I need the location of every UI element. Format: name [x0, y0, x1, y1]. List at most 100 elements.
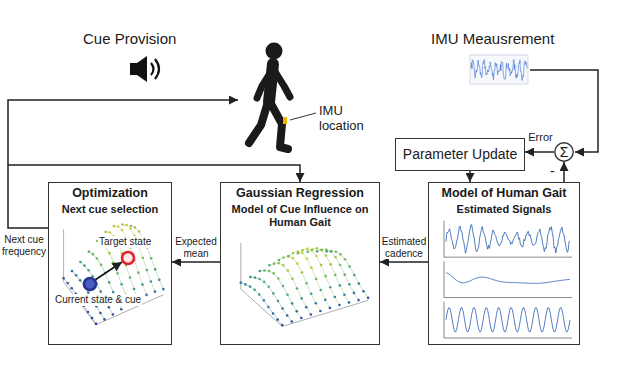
speaker-cone — [137, 56, 147, 82]
mesh-line — [288, 251, 329, 307]
mesh-dot — [301, 252, 304, 255]
mesh-dot — [316, 250, 319, 253]
mesh-dot — [314, 302, 317, 305]
mesh-dot — [339, 264, 342, 267]
mesh-dot — [134, 226, 137, 229]
mesh-dot — [79, 261, 82, 264]
mesh-dot — [329, 286, 332, 289]
edge-label: Expected mean — [172, 236, 220, 259]
surface-plot — [240, 243, 370, 327]
node-title: Σ — [560, 144, 569, 161]
plot-axis — [444, 221, 572, 257]
mesh-dot — [75, 274, 78, 277]
mesh-dot — [273, 262, 276, 265]
mesh-dot — [95, 323, 98, 326]
mesh-dot — [305, 306, 308, 309]
mesh-dot — [88, 250, 91, 253]
mesh-dot — [108, 231, 111, 234]
mesh-dot — [287, 269, 290, 272]
speaker-body — [130, 63, 137, 75]
flow-arrow — [172, 261, 220, 263]
mesh-line — [122, 224, 154, 291]
mesh-dot — [338, 304, 341, 307]
person-head — [266, 43, 283, 60]
mesh-dot — [267, 306, 270, 309]
mesh-dot — [263, 299, 266, 302]
mesh-dot — [162, 288, 165, 291]
mesh-dot — [281, 307, 284, 310]
imu-signal — [471, 59, 527, 80]
mesh-dot — [154, 268, 157, 271]
mesh-dot — [334, 296, 337, 299]
mesh-dot — [305, 282, 308, 285]
mesh-dot — [296, 287, 299, 290]
mesh-line — [298, 249, 339, 305]
optimization-box: OptimizationNext cue selection — [48, 182, 172, 345]
mesh-dot — [150, 280, 153, 283]
mesh-dot — [315, 247, 318, 250]
callout-label: IMU location — [318, 104, 378, 134]
mesh-dot — [253, 289, 256, 292]
mesh-dot — [254, 276, 257, 279]
mesh-dot — [158, 279, 161, 282]
node-title: Model of Human Gait — [433, 186, 575, 201]
mesh-dot — [112, 291, 115, 294]
mesh-dot — [353, 292, 356, 295]
mesh-dot — [138, 230, 141, 233]
plot-axis — [240, 243, 241, 289]
speaker-icon — [130, 56, 159, 82]
mesh-dot — [286, 314, 289, 317]
mesh-dot — [315, 255, 318, 258]
mesh-dot — [330, 250, 333, 253]
mesh-dot — [348, 265, 351, 268]
edge-label: Error — [527, 131, 554, 144]
mesh-dot — [249, 276, 252, 279]
mesh-dot — [129, 276, 132, 279]
mesh-dot — [338, 284, 341, 287]
mesh-dot — [121, 223, 124, 226]
mesh-dot — [108, 252, 111, 255]
mesh-dot — [334, 274, 337, 277]
mesh-dot — [306, 248, 309, 251]
mesh-dot — [301, 249, 304, 252]
mesh-dot — [108, 281, 111, 284]
signal-panel — [444, 302, 572, 338]
flow-arrow — [380, 261, 428, 263]
edge-label: Estimated cadence — [380, 236, 428, 259]
mesh-dot — [120, 283, 123, 286]
node-subtitle: Model of Cue Influence on Human Gait — [225, 203, 375, 229]
mesh-dot — [357, 299, 360, 302]
mesh-dot — [71, 270, 74, 273]
mesh-dot — [154, 290, 157, 293]
mesh-dot — [249, 285, 252, 288]
mesh-dot — [278, 259, 281, 262]
surface-plot — [62, 223, 164, 325]
mesh-dot — [348, 301, 351, 304]
mesh-dot — [344, 258, 347, 261]
person-leg — [249, 102, 268, 143]
mesh-dot — [104, 231, 107, 234]
mesh-dot — [117, 225, 120, 228]
mesh-dot — [125, 224, 128, 227]
flow-arrow — [563, 162, 565, 182]
mesh-dot — [306, 257, 309, 260]
mesh-dot — [96, 257, 99, 260]
mesh-dot — [282, 285, 285, 288]
mesh-dot — [358, 282, 361, 285]
mesh-line — [327, 251, 368, 298]
mesh-dot — [150, 257, 153, 260]
mesh-dot — [141, 256, 144, 259]
imu-sensor — [283, 117, 287, 124]
plot-annotation: Current state & cue — [54, 294, 142, 306]
mesh-dot — [272, 272, 275, 275]
mesh-dot — [83, 264, 86, 267]
sound-wave — [151, 63, 154, 75]
sum-circle — [555, 143, 573, 161]
plot-axis — [63, 229, 64, 282]
mesh-dot — [319, 310, 322, 313]
target-marker — [122, 252, 134, 264]
mesh-dot — [329, 307, 332, 310]
flow-arrow — [469, 171, 471, 182]
mesh-dot — [87, 311, 90, 314]
